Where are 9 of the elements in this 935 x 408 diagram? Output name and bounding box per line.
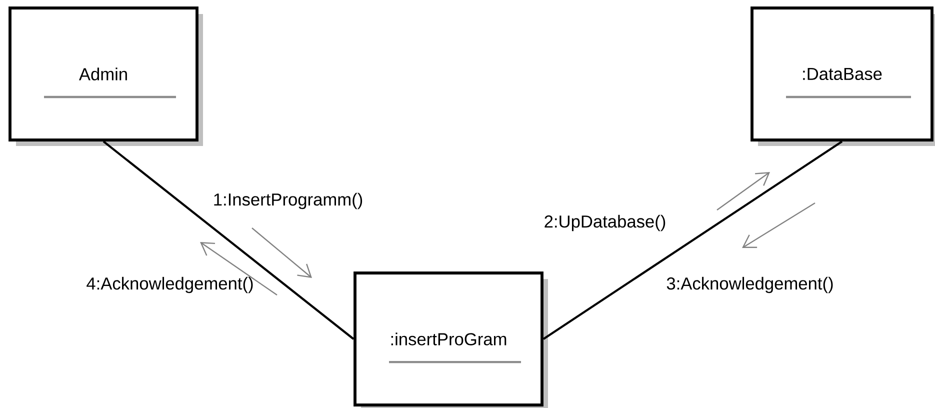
object-box: :insertProGram — [354, 272, 548, 408]
message-label: 1:InsertProgramm() — [214, 192, 362, 210]
object-box: Admin — [8, 6, 203, 146]
message-label: 3:Acknowledgement() — [666, 276, 833, 294]
message-label: 2:UpDatabase() — [544, 214, 666, 232]
object-box: :DataBase — [750, 6, 935, 146]
message-label: 4:Acknowledgement() — [86, 276, 253, 294]
link-line — [542, 140, 843, 340]
link-line — [102, 140, 354, 340]
